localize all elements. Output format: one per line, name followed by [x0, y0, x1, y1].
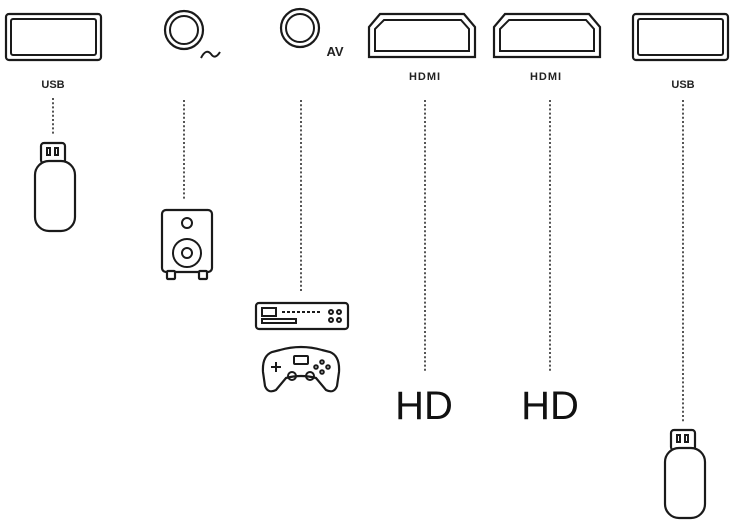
hdmi-label-1: HDMI	[409, 71, 441, 83]
usb-port-1	[4, 12, 103, 62]
dvd-player-icon	[254, 301, 350, 331]
usb-label-2: USB	[671, 79, 694, 91]
usb-stick-icon	[33, 141, 77, 233]
audio-jack-icon	[163, 9, 221, 59]
usb-stick-icon	[663, 428, 707, 520]
av-label: AV	[326, 44, 343, 59]
av-jack-icon	[279, 7, 321, 49]
hdmi-port-1	[367, 12, 477, 59]
hdmi-label-2: HDMI	[530, 71, 562, 83]
usb-label-1: USB	[41, 79, 64, 91]
gamepad-icon	[261, 345, 341, 393]
hd-logo-1: HD	[395, 384, 453, 428]
speaker-icon	[160, 208, 214, 281]
hd-logo-2: HD	[521, 384, 579, 428]
hdmi-port-2	[492, 12, 602, 59]
usb-port-2	[631, 12, 730, 62]
